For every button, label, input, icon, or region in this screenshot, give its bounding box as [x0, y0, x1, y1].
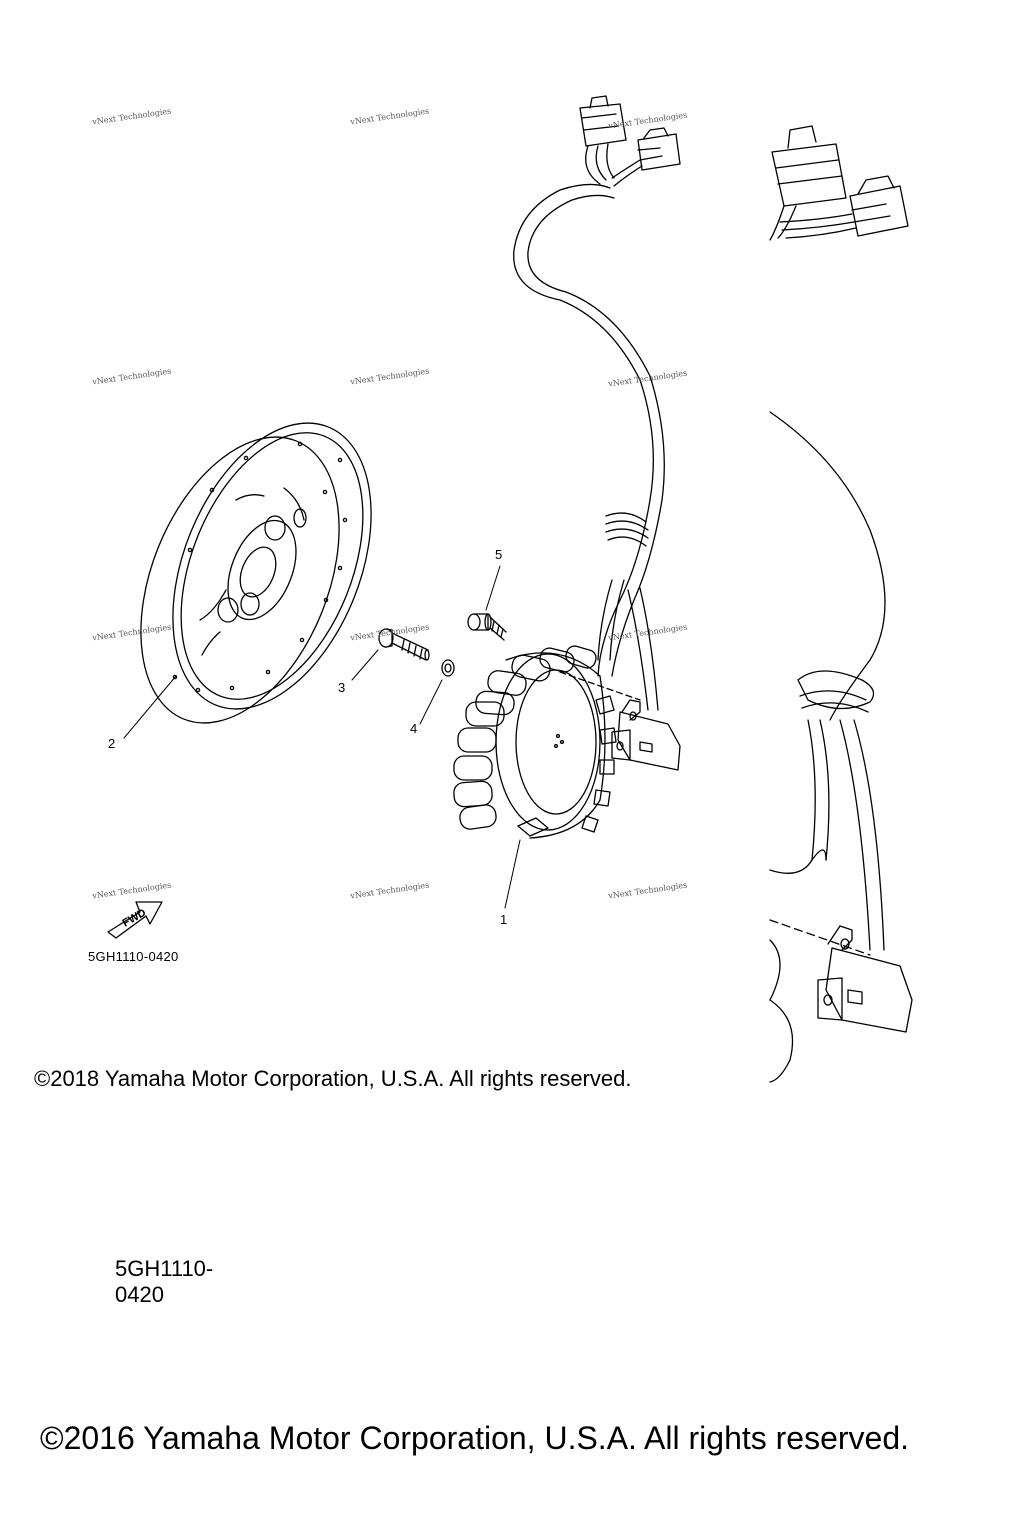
part-code: 5GH1110-0420 [88, 949, 179, 964]
fwd-arrow [107, 901, 163, 939]
fwd-label: FWD [121, 907, 149, 930]
callout-3: 3 [338, 680, 346, 695]
screw-5 [467, 613, 507, 641]
washer-4 [441, 659, 455, 677]
wire-harness [513, 95, 681, 711]
bolt-3 [378, 628, 430, 661]
callout-5: 5 [495, 547, 503, 562]
callout-2: 2 [108, 736, 116, 751]
callout-4: 4 [410, 721, 418, 736]
stator-assembly [453, 645, 641, 839]
ghost-part-code: 5GH1110-0420 [115, 1256, 214, 1307]
copyright-2016: ©2016 Yamaha Motor Corporation, U.S.A. A… [40, 1420, 910, 1456]
inset-connectors [769, 125, 909, 241]
copyright-2018: ©2018 Yamaha Motor Corporation, U.S.A. A… [34, 1066, 632, 1091]
rotor-flywheel [140, 422, 372, 724]
callout-1: 1 [500, 912, 508, 927]
inset-harness [769, 411, 913, 1083]
pickup-coil [611, 699, 681, 771]
